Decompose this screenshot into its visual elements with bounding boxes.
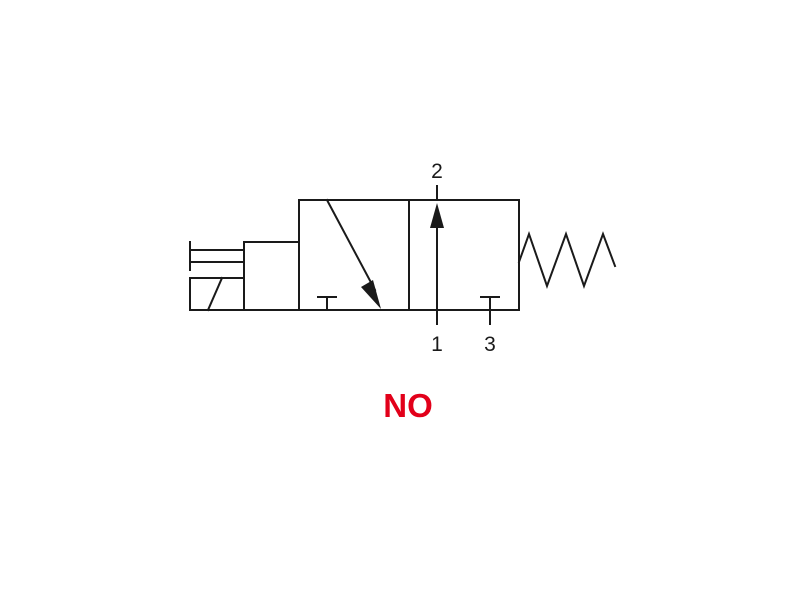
- solenoid-coil: [189, 276, 245, 312]
- flow-arrowhead-up: [430, 203, 444, 228]
- port-2-label: 2: [431, 160, 443, 183]
- valve-position-left: [298, 198, 410, 311]
- port-1-label: 1: [431, 333, 443, 356]
- normally-open-label: NO: [383, 387, 433, 424]
- valve-position-right: [408, 199, 520, 311]
- manual-override-actuator: [189, 241, 245, 271]
- actuator-housing: [243, 241, 300, 311]
- spring-return: [517, 230, 617, 289]
- port-3-label: 3: [484, 333, 496, 356]
- flow-arrowhead-diagonal: [361, 280, 381, 309]
